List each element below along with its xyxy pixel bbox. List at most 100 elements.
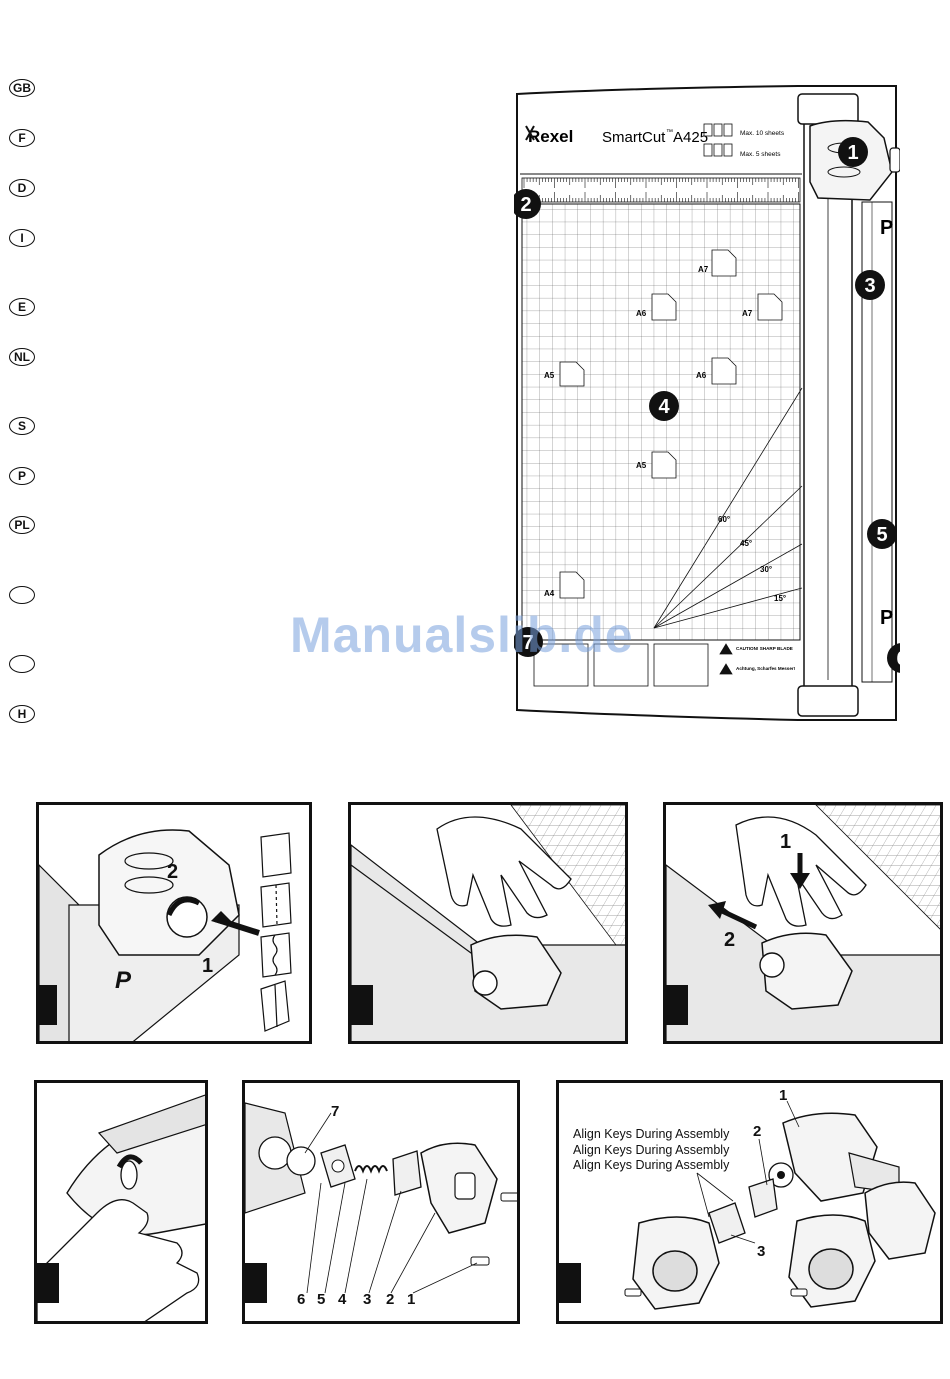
angle-label-45: 45° (740, 539, 752, 548)
step-5-label-2: 2 (386, 1291, 395, 1308)
step-panel-2 (348, 802, 628, 1044)
step-1-label-2: 2 (167, 861, 179, 883)
screw (470, 1256, 490, 1266)
capacity-max-5: Max. 5 sheets (740, 151, 781, 158)
paper-mark-a4: A4 (544, 589, 555, 598)
callout-badge-6 (887, 643, 900, 673)
callout-number-4: 4 (658, 396, 670, 418)
language-code-e: E (9, 298, 35, 316)
warning-scharfes-messer: Achtung, Scharfes Messer! (736, 666, 796, 671)
step-5-label-3: 3 (363, 1291, 372, 1308)
hand-icon (436, 816, 572, 927)
language-code-d: D (9, 179, 35, 197)
capacity-sheet-icons (703, 123, 733, 157)
paper-cutter-illustration: Rexel SmartCut ™ A425 Max. 10 sheets Max… (514, 85, 900, 721)
language-code-s: S (9, 417, 35, 435)
language-code-blank-1 (9, 586, 35, 604)
callout-badge-3 (855, 270, 885, 300)
step-number-box (559, 1263, 581, 1303)
p-mark-2: P (880, 607, 893, 629)
callout-badge-5 (867, 519, 897, 549)
watermark: Manualslib.de (290, 607, 634, 663)
model-number: A425 (673, 129, 708, 146)
rotate-arrow-icon (116, 1154, 143, 1169)
language-code-nl: NL (9, 348, 35, 366)
step-1-illustration (39, 829, 292, 1041)
step-3-illustration (666, 805, 940, 1041)
push-arrow-icon (214, 916, 260, 936)
callout-number-3: 3 (864, 275, 875, 297)
rotate-arrow-icon (166, 897, 201, 917)
paper-mark-a5-left: A5 (544, 371, 555, 380)
brand-name: Rexel (528, 127, 573, 146)
language-code-gb: GB (9, 79, 35, 97)
screw (500, 1192, 517, 1202)
language-code-h: H (9, 705, 35, 723)
cut-type-icons (260, 832, 292, 1032)
align-keys-text: Align Keys During Assembly (573, 1127, 730, 1141)
spring-housing (392, 1150, 422, 1196)
language-code-f: F (9, 129, 35, 147)
callout-number-1: 1 (847, 142, 858, 164)
align-keys-text: Align Keys During Assembly (573, 1158, 730, 1172)
brand-logo-icon (525, 125, 535, 141)
step-2-illustration (351, 805, 625, 1041)
step-4-illustration (37, 1094, 205, 1321)
paper-mark-a5-center: A5 (636, 461, 647, 470)
step-panel-1: 2 1 P (36, 802, 312, 1044)
angle-label-15: 15° (774, 594, 786, 603)
angle-label-60: 60° (718, 515, 730, 524)
callout-number-5: 5 (876, 524, 887, 546)
p-mark-1: P (880, 217, 893, 239)
callout-number-7: 7 (522, 632, 533, 654)
step-number-box (351, 985, 373, 1025)
angle-guide-lines (653, 387, 803, 629)
callout-number-6: 6 (896, 648, 900, 670)
step-number-box (37, 1263, 59, 1303)
step-5-label-5: 5 (317, 1291, 326, 1308)
paper-mark-a6-right: A6 (696, 371, 707, 380)
step-5-illustration (245, 1102, 517, 1294)
callout-badge-2 (514, 189, 541, 219)
paper-mark-a6-upper: A6 (636, 309, 647, 318)
step-6-label-2: 2 (753, 1123, 762, 1140)
language-code-p: P (9, 467, 35, 485)
callout-badge-4 (649, 391, 679, 421)
model-trademark: ™ (666, 129, 673, 136)
callout-badge-7 (514, 627, 543, 657)
paper-mark-a7-right: A7 (742, 309, 753, 318)
step-1-p-mark: P (115, 967, 132, 994)
callout-number-2: 2 (520, 194, 531, 216)
hand-icon (37, 1199, 200, 1321)
step-6-illustration (624, 1100, 936, 1310)
step-5-label-7: 7 (331, 1103, 340, 1120)
step-3-label-1: 1 (780, 831, 792, 853)
paper-size-markers (559, 249, 783, 599)
rail-cap-top (797, 93, 859, 125)
language-code-pl: PL (9, 516, 35, 534)
step-1-label-1: 1 (202, 955, 214, 977)
capacity-max-10: Max. 10 sheets (740, 130, 785, 137)
cutter-knob (889, 147, 900, 173)
step-panel-6: Align Keys During Assembly Align Keys Du… (556, 1080, 943, 1324)
rail-cap-bottom (797, 685, 859, 717)
step-3-label-2: 2 (724, 929, 736, 951)
step-number-box (39, 985, 57, 1025)
step-5-label-6: 6 (297, 1291, 306, 1308)
slide-arrow-icon (720, 908, 758, 930)
step-panel-4 (34, 1080, 208, 1324)
instruction-strip (533, 643, 733, 687)
step-5-label-1: 1 (407, 1291, 416, 1308)
align-keys-note: Align Keys During Assembly Align Keys Du… (573, 1127, 729, 1174)
angle-label-30: 30° (760, 565, 772, 574)
callout-badge-1 (838, 137, 868, 167)
spring (354, 1165, 388, 1174)
grid-cutting-area (521, 203, 801, 641)
language-code-i: I (9, 229, 35, 247)
warning-sharp-blade: CAUTION! SHARP BLADE (736, 646, 793, 651)
step-5-label-4: 4 (338, 1291, 347, 1308)
paper-mark-a7-upper: A7 (698, 265, 709, 274)
align-keys-text: Align Keys During Assembly (573, 1142, 730, 1157)
step-panel-5: 7 6 5 4 3 2 1 (242, 1080, 520, 1324)
step-number-box (245, 1263, 267, 1303)
